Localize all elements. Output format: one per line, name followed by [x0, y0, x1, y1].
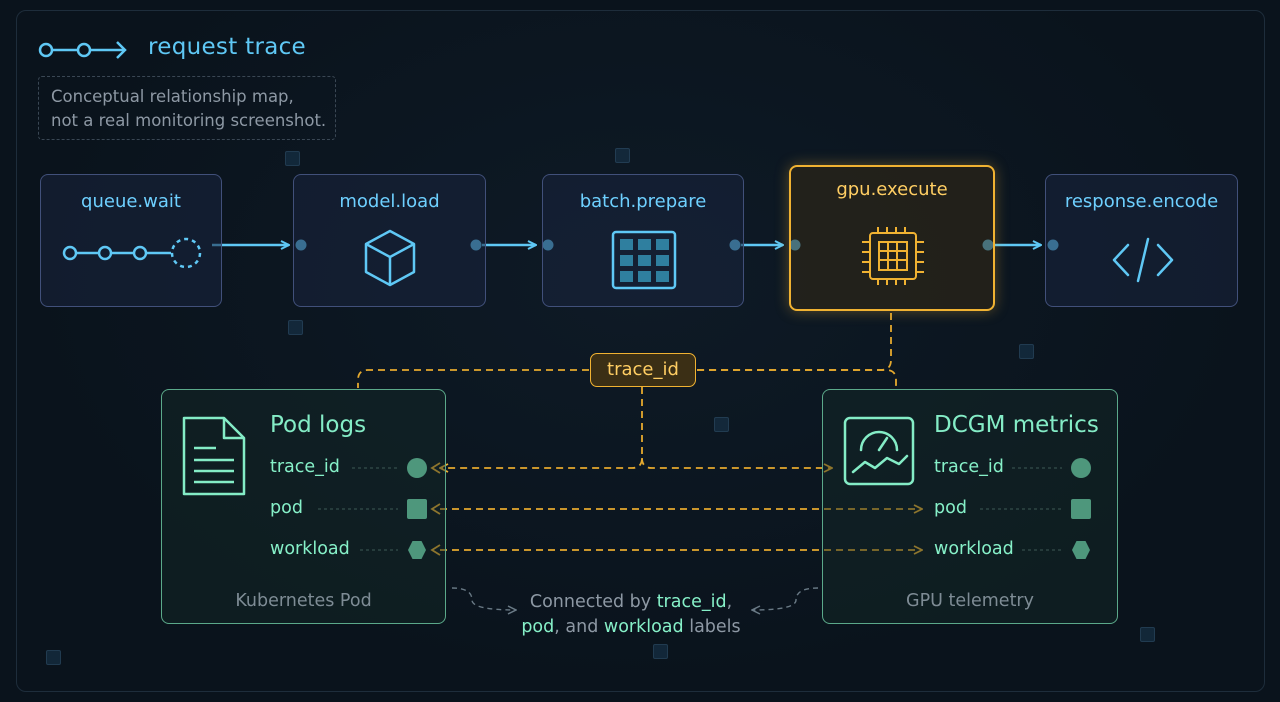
dcgm-metrics-panel[interactable]: DCGM metrics GPU telemetry: [822, 389, 1118, 624]
trace-id-marker: [407, 458, 427, 478]
watermark-mark: [1140, 627, 1155, 642]
grid-icon: [611, 230, 677, 290]
caption-label: pod: [521, 617, 555, 637]
stage-label: model.load: [339, 191, 440, 212]
connection-caption: Connected by trace_id, pod, and workload…: [486, 590, 776, 640]
workload-marker: [408, 541, 426, 559]
watermark-mark: [714, 417, 729, 432]
watermark-mark: [615, 148, 630, 163]
caption-text: ,: [726, 592, 733, 612]
pod-marker: [1071, 499, 1091, 519]
trace-id-arrowhead-left: [430, 462, 441, 474]
caption-hints: [451, 587, 819, 610]
diagram-frame: [16, 10, 1265, 692]
stage-label: batch.prepare: [579, 191, 707, 212]
gpu-to-badge-link: [697, 313, 892, 371]
chip-icon: [862, 227, 924, 285]
trace-id-connectors: [357, 313, 922, 550]
code-icon: [1112, 237, 1174, 283]
stage-label: response.encode: [1064, 191, 1219, 212]
stage-label: queue.wait: [81, 191, 181, 212]
trace-id-badge: trace_id: [590, 353, 696, 387]
badge-to-podlogs-link: [357, 369, 589, 388]
field-label-pod: pod: [934, 498, 967, 518]
panel-title: DCGM metrics: [934, 412, 1099, 438]
page-title: request trace: [148, 34, 307, 60]
pod-marker: [407, 499, 427, 519]
stage-response-encode[interactable]: response.encode: [1045, 174, 1238, 307]
caption-label: trace_id: [656, 592, 727, 612]
field-label-workload: workload: [270, 539, 350, 559]
badge-to-dcgm-link: [697, 369, 897, 388]
panel-footer: Kubernetes Pod: [235, 591, 372, 611]
note-line: not a real monitoring screenshot.: [51, 111, 327, 130]
trace-id-marker: [1071, 458, 1091, 478]
field-label-trace-id: trace_id: [270, 457, 340, 477]
watermark-mark: [46, 650, 61, 665]
watermark-mark: [1019, 344, 1034, 359]
workload-arrowhead-left: [430, 544, 441, 556]
document-icon: [182, 416, 246, 496]
field-label-trace-id: trace_id: [934, 457, 1004, 477]
stage-model-load[interactable]: model.load: [293, 174, 486, 307]
queue-dots-icon: [62, 237, 202, 269]
stage-gpu-execute[interactable]: gpu.execute: [789, 165, 995, 311]
watermark-mark: [288, 320, 303, 335]
panel-footer: GPU telemetry: [906, 591, 1034, 611]
stage-label: gpu.execute: [836, 179, 948, 200]
trace-id-link-left: [440, 387, 643, 468]
caption-text: , and: [554, 617, 599, 637]
watermark-mark: [653, 644, 668, 659]
panel-title: Pod logs: [270, 412, 367, 438]
disclaimer-note: Conceptual relationship map, not a real …: [38, 76, 336, 140]
gauge-chart-icon: [843, 416, 915, 486]
note-line: Conceptual relationship map,: [51, 87, 294, 106]
field-markers: [407, 458, 1091, 559]
pod-arrowhead-left: [430, 503, 441, 515]
caption-label: workload: [603, 617, 684, 637]
pod-logs-panel[interactable]: Pod logs Kubernetes Pod: [161, 389, 446, 624]
field-label-pod: pod: [270, 498, 303, 518]
caption-text: labels: [689, 617, 741, 637]
watermark-mark: [285, 151, 300, 166]
stage-batch-prepare[interactable]: batch.prepare: [542, 174, 744, 307]
workload-marker: [1072, 541, 1090, 559]
field-leaders: [318, 467, 1062, 551]
field-label-workload: workload: [934, 539, 1014, 559]
trace-chain-icon: [38, 41, 127, 59]
trace-id-link-right: [641, 457, 832, 468]
stage-queue-wait[interactable]: queue.wait: [40, 174, 222, 307]
cube-icon: [364, 229, 416, 287]
caption-text: Connected by: [529, 592, 652, 612]
